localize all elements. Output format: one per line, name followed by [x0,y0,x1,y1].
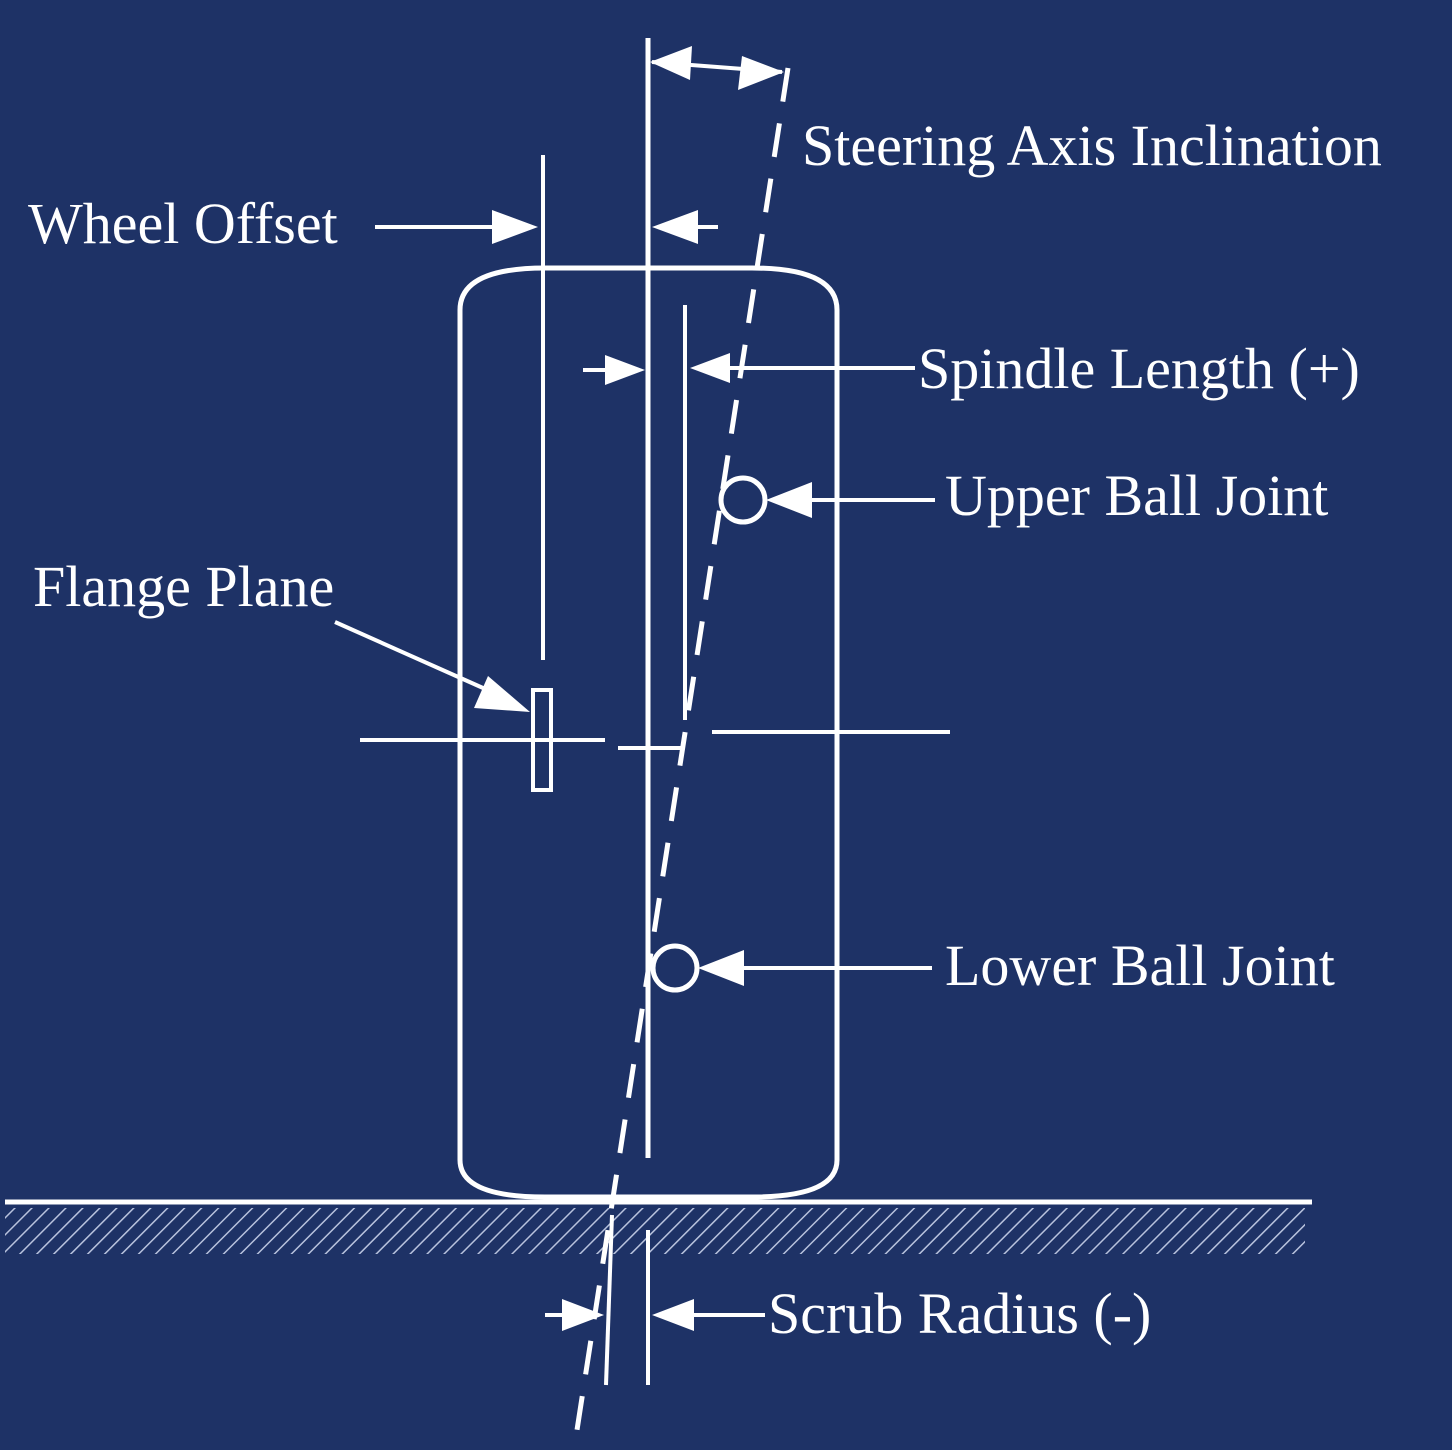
flange-plane-arrowhead [474,676,530,712]
lower-ball-joint-arrowhead [698,950,744,986]
flange-plane-leader [334,620,493,694]
spindle-arrowhead-right [690,353,730,383]
flange-plane-marker [531,688,553,792]
scrub-axis-mark [604,1214,614,1386]
wheel-offset-label: Wheel Offset [28,191,338,256]
steering-axis-line [574,67,791,1431]
ground-hatching [5,1208,1305,1254]
scrub-arrowhead-right [652,1299,694,1331]
flange-plane-label: Flange Plane [33,554,334,619]
sai-arrowhead-right [738,56,784,90]
spindle-arrowhead-left [605,355,645,385]
tire-outline [457,265,840,1200]
wheel-offset-arrowhead-right [492,210,538,244]
steering-axis-inclination-label: Steering Axis Inclination [802,113,1382,178]
lower-ball-joint-circle [650,943,700,993]
upper-ball-joint-circle [718,475,768,525]
upper-ball-joint-label: Upper Ball Joint [945,463,1328,528]
scrub-arrowhead-left [562,1299,604,1331]
scrub-radius-label: Scrub Radius (-) [768,1281,1151,1346]
wheel-offset-arrowhead-left [652,210,698,244]
lower-ball-joint-label: Lower Ball Joint [945,933,1335,998]
sai-arrowhead-left [650,46,692,80]
spindle-length-label: Spindle Length (+) [918,336,1360,401]
upper-ball-joint-arrowhead [766,482,812,518]
